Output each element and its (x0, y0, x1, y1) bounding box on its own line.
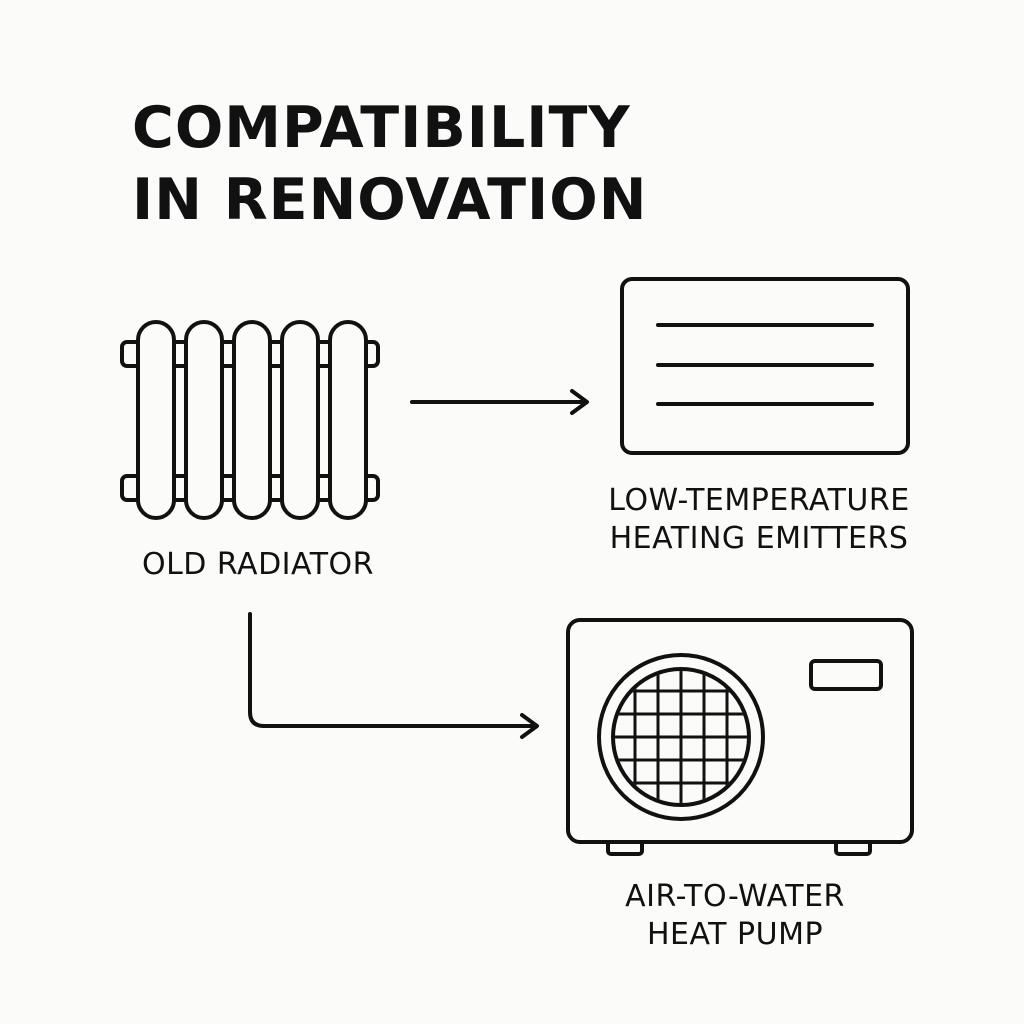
heat-pump-icon (566, 618, 914, 856)
heat-pump-display (809, 659, 883, 691)
arrow-elbow-shaft (248, 612, 538, 728)
low-temperature-panel-icon (620, 277, 910, 455)
heat-pump-label: AIR-TO-WATER HEAT PUMP (580, 878, 890, 954)
radiator-icon (120, 320, 380, 520)
heat-pump-label-line-2: HEAT PUMP (646, 917, 824, 952)
arrow-to-emitters (410, 389, 589, 415)
radiator-column (280, 320, 320, 520)
heat-pump-label-line-1: AIR-TO-WATER (625, 879, 845, 914)
arrow-head (570, 389, 589, 415)
emitters-label-line-2: HEATING EMITTERS (609, 521, 909, 556)
emitters-label-line-1: LOW-TEMPERATURE (608, 483, 910, 518)
radiator-column (232, 320, 272, 520)
arrow-head (520, 713, 539, 739)
emitters-label: LOW-TEMPERATURE HEATING EMITTERS (566, 482, 952, 558)
title-line-1: COMPATIBILITY (132, 95, 631, 161)
radiator-column (136, 320, 176, 520)
old-radiator-label-text: OLD RADIATOR (141, 547, 375, 582)
arrow-to-heat-pump (248, 612, 539, 739)
radiator-column (184, 320, 224, 520)
radiator-column (328, 320, 368, 520)
old-radiator-label: OLD RADIATOR (118, 546, 398, 584)
title-line-2: IN RENOVATION (132, 167, 648, 233)
fan-grille-icon (615, 671, 747, 803)
diagram-title: COMPATIBILITY IN RENOVATION (132, 92, 647, 236)
